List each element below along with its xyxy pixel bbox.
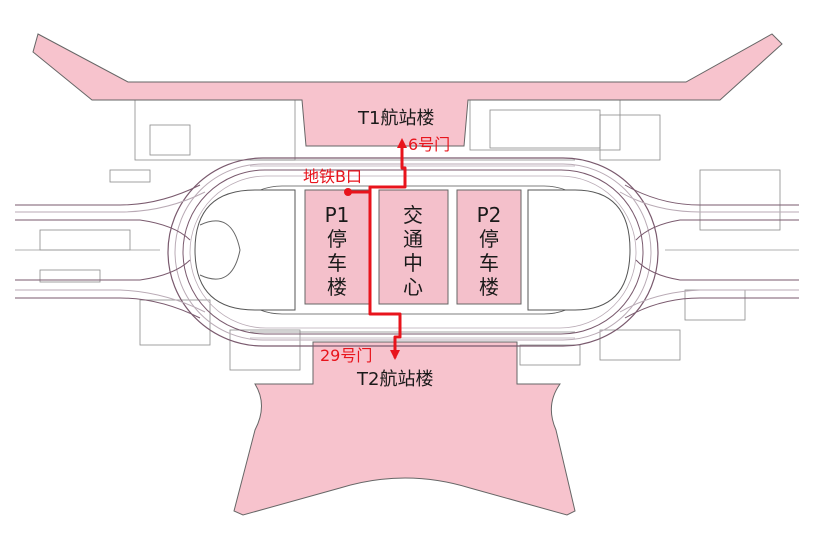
svg-text:停: 停 bbox=[327, 227, 347, 251]
metro-b-marker bbox=[344, 188, 352, 196]
p2-parking-building[interactable] bbox=[456, 189, 522, 305]
svg-text:交: 交 bbox=[403, 203, 423, 227]
svg-text:楼: 楼 bbox=[479, 275, 499, 299]
transport-center[interactable] bbox=[378, 189, 449, 305]
svg-text:中: 中 bbox=[403, 251, 423, 275]
walking-route bbox=[344, 138, 407, 360]
svg-text:停: 停 bbox=[479, 227, 499, 251]
inner-plazas bbox=[194, 189, 631, 311]
svg-text:楼: 楼 bbox=[327, 275, 347, 299]
t2-terminal[interactable] bbox=[233, 341, 576, 516]
gtc-label: 交 通 中 心 bbox=[403, 203, 423, 299]
t2-label: T2航站楼 bbox=[356, 369, 433, 390]
metro-b-label: 地铁B口 bbox=[303, 167, 362, 186]
p1-parking-building[interactable] bbox=[304, 189, 371, 305]
west-plaza bbox=[194, 189, 296, 311]
svg-text:P2: P2 bbox=[477, 203, 502, 227]
svg-text:心: 心 bbox=[403, 275, 423, 299]
svg-text:车: 车 bbox=[479, 251, 499, 275]
t1-label: T1航站楼 bbox=[357, 108, 434, 129]
gate6-label: 6号门 bbox=[408, 135, 450, 154]
p2-label: P2 停 车 楼 bbox=[477, 203, 502, 299]
arrow-down bbox=[390, 350, 400, 360]
t1-terminal[interactable] bbox=[32, 33, 783, 147]
svg-text:P1: P1 bbox=[325, 203, 350, 227]
svg-text:车: 车 bbox=[327, 251, 347, 275]
svg-text:通: 通 bbox=[403, 227, 423, 251]
east-plaza bbox=[527, 189, 631, 311]
p1-label: P1 停 车 楼 bbox=[325, 203, 350, 299]
gate29-label: 29号门 bbox=[320, 346, 372, 365]
arrow-up bbox=[397, 138, 407, 148]
